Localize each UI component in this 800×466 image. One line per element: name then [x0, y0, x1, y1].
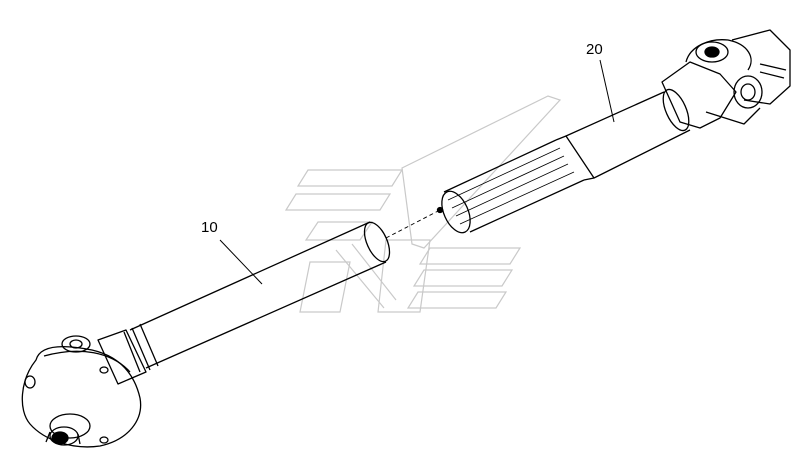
shaft-part-10: [21, 221, 391, 448]
shaft-part-20: [436, 29, 791, 234]
watermark-logo: [284, 95, 562, 313]
callout-20: 20: [586, 41, 603, 58]
leader-line-10: [219, 239, 263, 285]
callout-10: 10: [201, 219, 218, 236]
alignment-dash-line: [385, 209, 441, 239]
leader-line-20: [599, 59, 615, 123]
